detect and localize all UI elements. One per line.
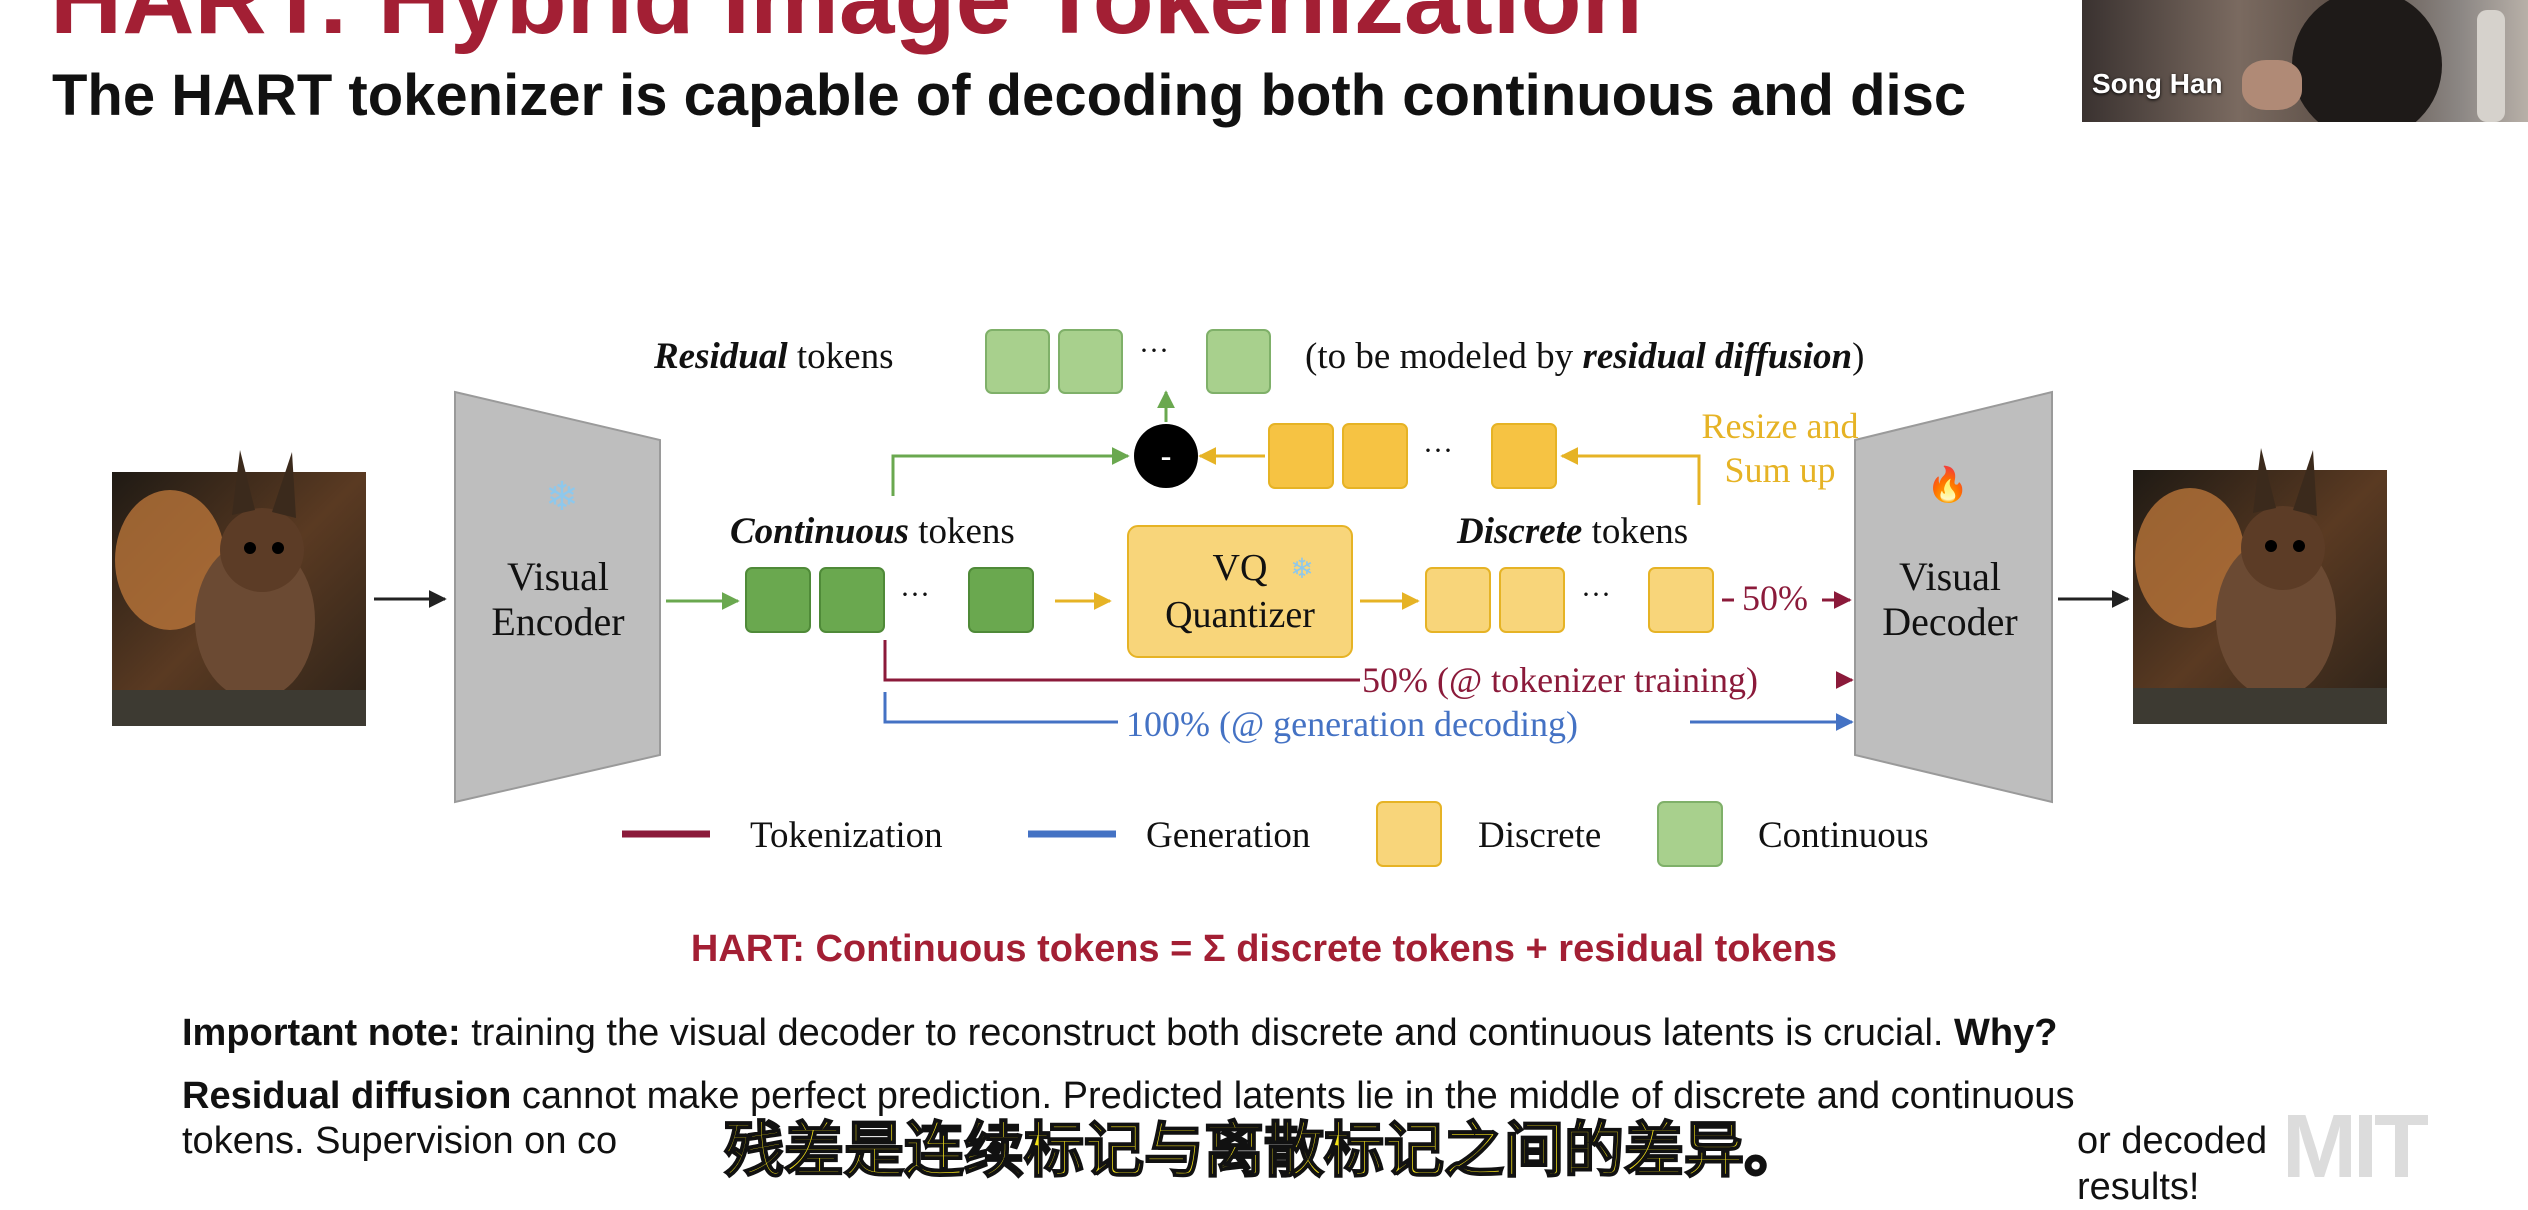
ellipsis-text: ··· <box>1581 578 1611 611</box>
continuous-tokens-label: Continuous tokens <box>730 511 1015 552</box>
resize-label-2: Sum up <box>1724 450 1835 490</box>
resize-sum-arrow <box>1560 447 1701 505</box>
resized-discrete-token <box>1491 423 1557 489</box>
subtract-node <box>1134 424 1198 488</box>
webcam-video: Song Han <box>2082 0 2528 122</box>
discrete-token <box>1499 567 1565 633</box>
residual-token <box>1206 329 1271 394</box>
continuous-token <box>968 567 1034 633</box>
continuous-token <box>819 567 885 633</box>
flame-icon: 🔥 <box>1927 465 1969 505</box>
legend: Tokenization Generation Discrete Continu… <box>622 801 1929 867</box>
snowflake-icon: ❄ <box>545 474 579 520</box>
encoder-label-1: Visual <box>507 554 609 599</box>
note-line-2-text: cannot make perfect prediction. Predicte… <box>511 1075 2075 1117</box>
output-squirrel-image <box>2133 448 2387 724</box>
resized-discrete-token <box>1342 423 1408 489</box>
encoder-label-2: Encoder <box>491 599 624 644</box>
hart-diagram: ❄ Visual Encoder Residual tokens ··· (to… <box>112 329 2387 867</box>
note-line-1-text: training the visual decoder to reconstru… <box>460 1012 1955 1054</box>
legend-generation-label: Generation <box>1146 815 1310 856</box>
mit-logo: MIT <box>2282 1097 2429 1197</box>
subtract-symbol: - <box>1160 438 1171 476</box>
hart-formula: HART: Continuous tokens = Σ discrete tok… <box>690 928 1838 970</box>
vq-quantizer-block: VQ ❄ Quantizer <box>1127 525 1353 658</box>
visual-decoder-block: 🔥 Visual Decoder <box>1854 390 2053 804</box>
decoder-label-1: Visual <box>1899 554 2001 599</box>
discrete-tokens-label: Discrete tokens <box>1456 511 1688 552</box>
visual-encoder-block: ❄ Visual Encoder <box>454 390 661 804</box>
discrete-token <box>1648 567 1714 633</box>
legend-continuous-label: Continuous <box>1758 815 1929 856</box>
note-line-3-text: tokens. Supervision on co <box>182 1120 618 1162</box>
ellipsis-text: ··· <box>1423 434 1453 467</box>
note-line-2: Residual diffusion cannot make perfect p… <box>182 1073 2362 1119</box>
legend-discrete-label: Discrete <box>1478 815 1601 856</box>
note-line-1: Important note: training the visual deco… <box>182 1010 2362 1056</box>
snowflake-icon: ❄ <box>1290 552 1313 585</box>
legend-discrete-swatch <box>1376 801 1442 867</box>
slide-subtitle: The HART tokenizer is capable of decodin… <box>52 63 1967 128</box>
continuous-token <box>745 567 811 633</box>
discrete-token <box>1425 567 1491 633</box>
legend-tokenization-label: Tokenization <box>750 815 943 856</box>
discrete-percent-label: 50% <box>1742 578 1808 618</box>
input-squirrel-image <box>112 450 366 726</box>
generation-percent-label: 100% (@ generation decoding) <box>1126 704 1578 744</box>
chinese-caption: 残差是连续标记与离散标记之间的差异。 <box>723 1115 1805 1187</box>
residual-diffusion-note: (to be modeled by residual diffusion) <box>1305 336 1864 377</box>
tokenization-path <box>883 640 1360 682</box>
legend-continuous-swatch <box>1657 801 1723 867</box>
residual-token <box>985 329 1050 394</box>
webcam-hand <box>2242 60 2302 110</box>
vq-label-2: Quantizer <box>1165 594 1315 636</box>
note-line-2-bold: Residual diffusion <box>182 1075 512 1117</box>
webcam-speaker <box>2292 0 2442 122</box>
webcam-name-label: Song Han <box>2092 68 2223 99</box>
ellipsis-text: ··· <box>1139 334 1169 367</box>
resized-discrete-token <box>1268 423 1334 489</box>
slide-title: HART: Hybrid Image Tokenization <box>50 0 1643 57</box>
resize-label-1: Resize and <box>1702 406 1859 446</box>
continuous-skip-arrow <box>891 447 1130 496</box>
note-line-1-bold-2: Why? <box>1954 1012 2058 1054</box>
decoder-label-2: Decoder <box>1882 599 2017 644</box>
training-percent-label: 50% (@ tokenizer training) <box>1362 660 1758 700</box>
residual-tokens-label: Residual tokens <box>653 336 894 377</box>
residual-token <box>1058 329 1123 394</box>
generation-path <box>883 692 1118 724</box>
note-line-1-bold: Important note: <box>182 1012 461 1054</box>
webcam-bottle <box>2477 10 2505 122</box>
ellipsis-text: ··· <box>900 578 930 611</box>
vq-label-1: VQ <box>1213 547 1268 589</box>
